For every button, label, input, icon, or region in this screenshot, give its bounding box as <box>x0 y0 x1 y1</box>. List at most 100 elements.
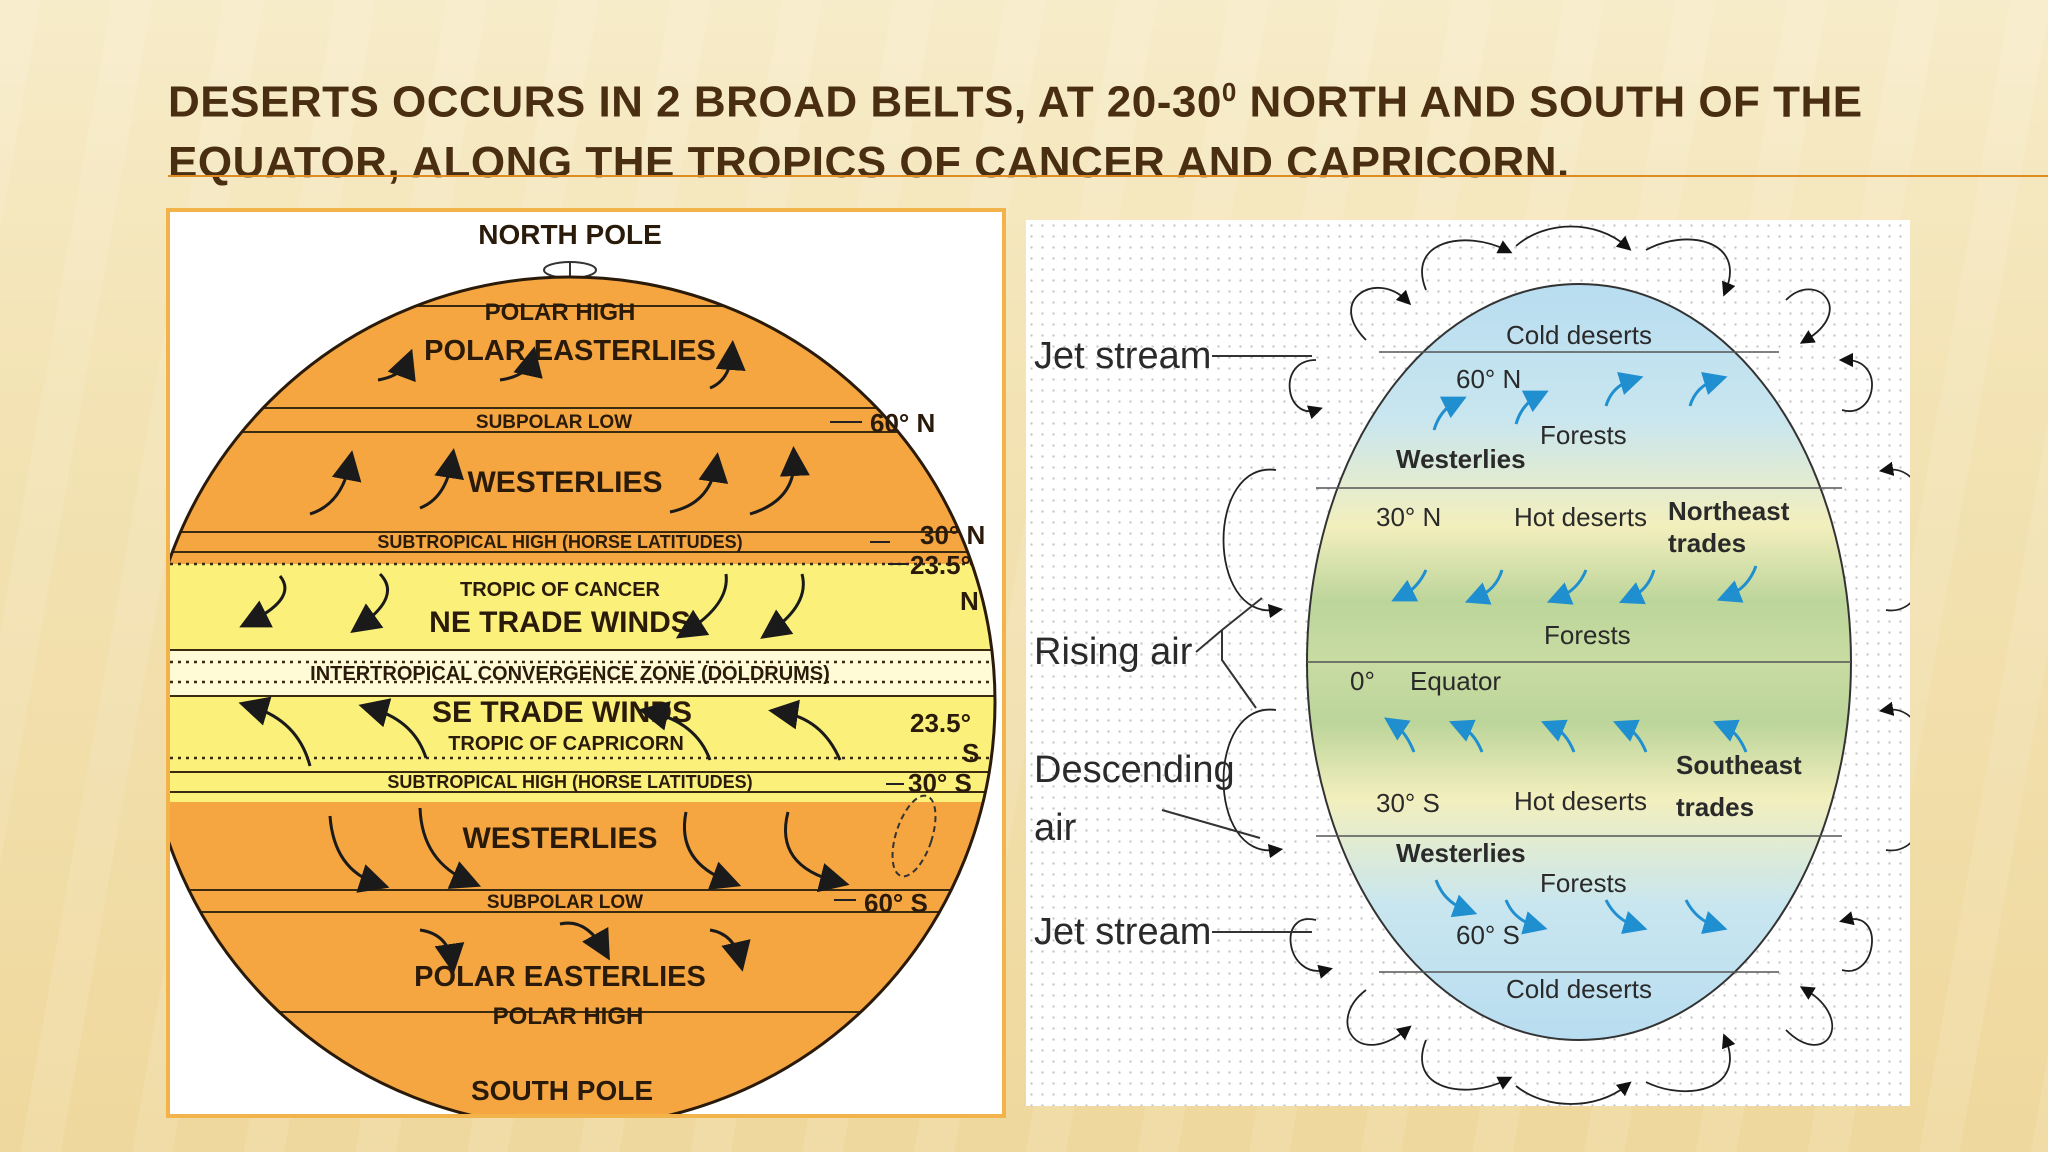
globe <box>170 277 995 1114</box>
cold-deserts-bottom: Cold deserts <box>1506 974 1652 1004</box>
lat-23-5n-label: 23.5° <box>910 550 971 580</box>
title-line1: Deserts occurs in 2 broad belts, at 20-3… <box>168 77 1222 127</box>
arrow-icon <box>309 450 362 516</box>
arrow-icon <box>1432 396 1467 431</box>
arrow-icon <box>1288 359 1323 420</box>
north-pole-label: NORTH POLE <box>478 219 662 250</box>
arrow-icon <box>1785 986 1834 1046</box>
title-degree-sup: 0 <box>1221 77 1237 107</box>
subtropical-high-top: SUBTROPICAL HIGH (HORSE LATITUDES) <box>377 532 742 552</box>
itcz-label: INTERTROPICAL CONVERGENCE ZONE (DOLDRUMS… <box>310 663 830 685</box>
lat-60s-label-right: 60° S <box>1456 920 1520 950</box>
rising-air-label: Rising air <box>1034 631 1193 673</box>
arrow-icon <box>499 346 543 382</box>
wind-arrows-blue <box>1384 371 1758 935</box>
arrow-icon <box>328 815 390 893</box>
lat-23-5s-dir: S <box>962 738 979 768</box>
polar-high-top: POLAR HIGH <box>485 299 636 326</box>
arrow-icon <box>1878 461 1932 611</box>
arrow-icon <box>1384 717 1416 753</box>
atmospheric-circulation-diagram: Jet stream Rising air Descending air Jet… <box>1034 225 1932 1105</box>
westerlies-bottom-right: Westerlies <box>1396 838 1526 868</box>
arrow-icon <box>350 572 390 633</box>
title-underline <box>168 175 2048 177</box>
southeast-trades-1: Southeast <box>1676 750 1802 780</box>
arrow-icon <box>1645 238 1736 297</box>
arrow-icon <box>358 698 428 759</box>
lat-30n-label: 30° N <box>920 520 985 550</box>
arrow-icon <box>1712 719 1748 753</box>
arrow-icon <box>559 921 610 961</box>
jet-stream-bottom-label: Jet stream <box>1034 911 1211 953</box>
left-diagram-panel: NORTH POLE <box>143 208 1006 1129</box>
tropic-of-cancer-label: TROPIC OF CANCER <box>460 579 661 601</box>
lat-30n-label-right: 30° N <box>1376 502 1441 532</box>
polar-easterlies-bottom: POLAR EASTERLIES <box>414 961 706 993</box>
lat-60n-label-right: 60° N <box>1456 364 1521 394</box>
circulation-cells <box>1222 225 1932 1105</box>
arrow-icon <box>669 452 729 514</box>
arrow-icon <box>1448 719 1484 753</box>
arrow-icon <box>709 340 746 390</box>
arrow-icon <box>1421 1039 1513 1091</box>
arrow-icon <box>1716 565 1758 603</box>
itcz-band <box>170 650 995 696</box>
arrow-icon <box>1222 468 1284 619</box>
northeast-trades-1: Northeast <box>1668 496 1790 526</box>
arrow-icon <box>1619 569 1656 605</box>
arrow-icon <box>419 448 465 510</box>
arrow-icon <box>239 575 287 628</box>
arrow-icon <box>418 807 482 889</box>
arrow-icon <box>1604 899 1648 935</box>
lat-23-5n-dir: N <box>960 586 979 616</box>
arrow-icon <box>1540 719 1576 753</box>
subtropical-high-bottom: SUBTROPICAL HIGH (HORSE LATITUDES) <box>387 772 752 792</box>
right-diagram-panel: Jet stream Rising air Descending air Jet… <box>1026 220 1932 1106</box>
polar-easterlies-top: POLAR EASTERLIES <box>424 335 716 367</box>
forests-bottom: Forests <box>1540 868 1627 898</box>
lat-0-label: 0° <box>1350 666 1375 696</box>
hot-deserts-top: Hot deserts <box>1514 502 1647 532</box>
arrow-icon <box>638 701 712 761</box>
polar-high-bottom: POLAR HIGH <box>493 1003 644 1030</box>
arrow-icon <box>238 696 312 767</box>
hot-deserts-bottom: Hot deserts <box>1514 786 1647 816</box>
arrow-icon <box>1350 286 1412 341</box>
subpolar-low-top: SUBPOLAR LOW <box>476 412 632 433</box>
arrow-icon <box>1421 239 1513 291</box>
rising-air-pointer <box>1195 597 1263 709</box>
arrow-icon <box>1504 899 1548 935</box>
arrow-icon <box>683 811 742 890</box>
arrow-icon <box>1604 371 1644 407</box>
forests-mid: Forests <box>1544 620 1631 650</box>
arrow-icon <box>1878 701 1932 851</box>
arrow-icon <box>1645 1033 1736 1093</box>
arrow-icon <box>1612 719 1648 753</box>
jet-stream-top-label: Jet stream <box>1034 335 1211 377</box>
south-pole-label: SOUTH POLE <box>471 1075 653 1106</box>
arrow-icon <box>1515 1081 1632 1105</box>
wind-arrows <box>238 340 850 974</box>
arrow-icon <box>1464 569 1504 605</box>
lat-30s-label: 30° S <box>908 768 972 798</box>
lat-60s-label: 60° S <box>864 888 928 918</box>
arrow-icon <box>1684 899 1728 935</box>
title-line2: equator, along the tropics of cancer and… <box>168 137 1570 187</box>
lat-60n-label: 60° N <box>870 408 935 438</box>
arrow-icon <box>1514 390 1549 425</box>
arrow-icon <box>783 811 850 893</box>
arrow-icon <box>675 573 728 639</box>
arrow-icon <box>419 928 465 974</box>
arrow-icon <box>749 446 810 516</box>
forests-top: Forests <box>1540 420 1627 450</box>
westerlies-top-right: Westerlies <box>1396 444 1526 474</box>
arrow-icon <box>1434 879 1478 918</box>
northeast-trades-2: trades <box>1668 528 1746 558</box>
subpolar-low-bottom: SUBPOLAR LOW <box>487 892 643 913</box>
southeast-trades-2: trades <box>1676 792 1754 822</box>
descending-air-label-1: Descending <box>1034 749 1235 791</box>
title-line1b: north and south of the <box>1236 77 1863 127</box>
westerlies-top: WESTERLIES <box>467 466 662 499</box>
arrow-icon <box>709 928 751 972</box>
descending-air-label-2: air <box>1034 807 1077 849</box>
